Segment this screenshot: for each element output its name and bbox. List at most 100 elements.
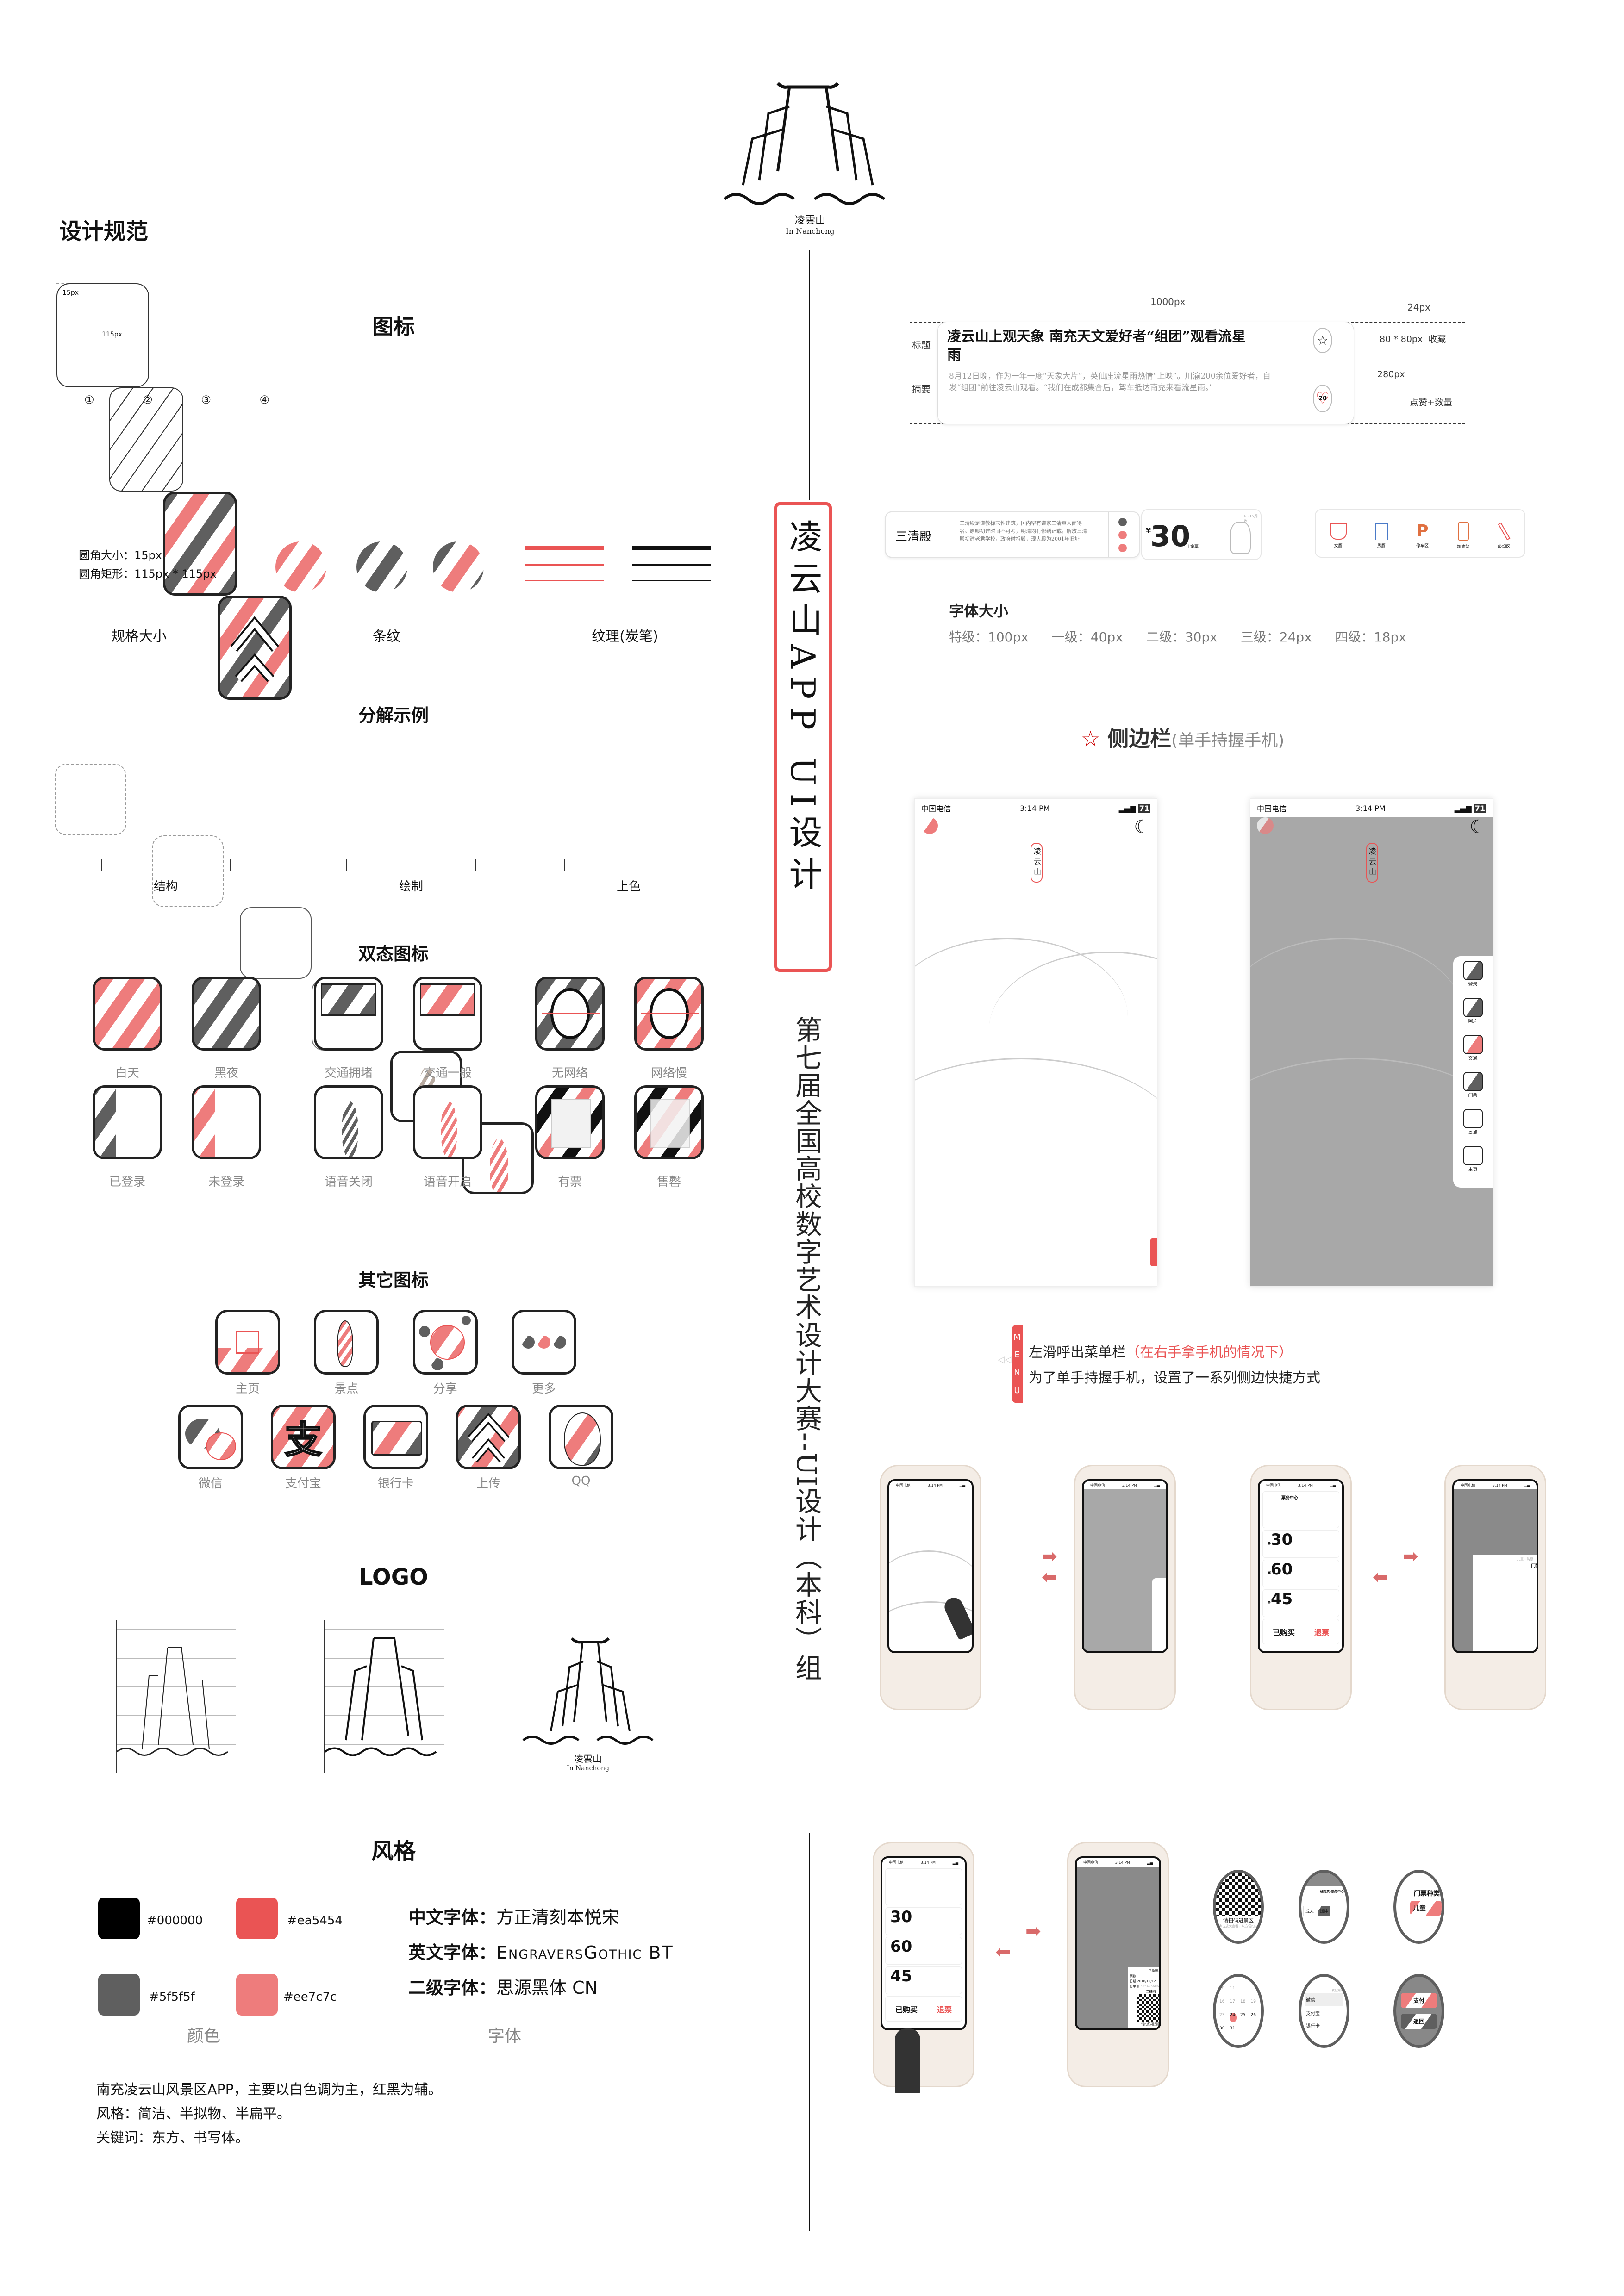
section-title-design-spec: 设计规范 [59, 218, 149, 244]
swatch-light-red [236, 1974, 278, 2016]
nav-dot-2[interactable] [1118, 531, 1127, 539]
facility-smoking: 吸烟区 [1498, 522, 1510, 549]
font-row-en: 英文字体：EngraversGothic BT [408, 1942, 674, 1963]
ticket-type-popup: 儿童 - 购票 - 票务中心门票种类 [1473, 1555, 1537, 1651]
icon-slow-network: 网络慢 [634, 977, 704, 1081]
sidebar-section-title: ☆ 侧边栏(单手持握手机) [1081, 722, 1284, 753]
menu-tab[interactable] [1150, 1238, 1157, 1266]
pay-option-alipay[interactable]: 支付宝 [1306, 2011, 1320, 2016]
moon-icon[interactable]: ☾ [1134, 816, 1150, 838]
spec-width-label: 1000px [1150, 296, 1186, 307]
other-icons-title: 其它图标 [358, 1270, 429, 1290]
sidebar-subtitle: (单手持握手机) [1171, 731, 1285, 750]
menu-desc-2: 为了单手持握手机，设置了一系列侧边快捷方式 [1029, 1370, 1320, 1386]
favorite-button[interactable]: ☆ [1313, 328, 1332, 353]
top-logo: 凌雲山 In Nanchong [722, 60, 898, 236]
stripe-sample-gray [356, 541, 407, 592]
decompose-brackets [101, 859, 693, 872]
icon-scenic: 景点 [314, 1310, 379, 1396]
caption-stripes: 条纹 [373, 628, 400, 645]
icon-more: 更多 [511, 1310, 576, 1396]
color-palette: #000000 #ea5454 #5f5f5f #ee7c7c [98, 1898, 357, 2027]
price-label: 儿童票 [1186, 545, 1199, 549]
price-card[interactable]: ¥ 30 儿童票 6~15周岁 [1141, 509, 1262, 560]
rect-size-spec: 圆角矩形：115px * 115px [79, 567, 217, 580]
swatch-black [98, 1898, 140, 1939]
stripe-sample-red [275, 541, 326, 592]
icon-home: 主页 [215, 1310, 280, 1396]
purchased-button[interactable]: 已购买 [1272, 1628, 1295, 1637]
font-size-title: 字体大小 [949, 602, 1009, 620]
lens-purchased: 已购票-票务中心 成人团体 [1299, 1870, 1349, 1944]
pay-button[interactable]: 支付 [1401, 1993, 1437, 2008]
logo-final-cn: 凌雲山 [574, 1753, 602, 1764]
icon-logged-in: 已登录 [93, 1085, 162, 1189]
side-menu-item-traffic[interactable]: 交通 [1453, 1035, 1493, 1072]
side-menu-item-tickets[interactable]: 门票 [1453, 1072, 1493, 1109]
logo-final: 凌雲山 In Nanchong [518, 1629, 657, 1777]
structure-step-1 [55, 764, 126, 835]
refund-button[interactable]: 退票 [1314, 1628, 1329, 1637]
star-icon: ☆ [1317, 333, 1329, 348]
pay-option-bank[interactable]: 银行卡 [1306, 2024, 1320, 2029]
side-menu: 登录 照片 交通 门票 景点 主页 [1453, 956, 1493, 1188]
spec-like-label: 点赞+数量 [1410, 398, 1452, 408]
font-row-secondary: 二级字体：思源黑体 CN [408, 1978, 598, 1998]
facility-women-toilet: 女厕 [1330, 523, 1347, 548]
level-4: 四级：18px [1335, 629, 1406, 645]
spec-icon-size-label: 80 * 80px 收藏 [1380, 334, 1446, 344]
side-menu-item-login[interactable]: 登录 [1453, 961, 1493, 998]
font-size-levels: 特级：100px 一级：40px 二级：30px 三级：24px 四级：18px [949, 627, 1406, 646]
icon-logged-out: 未登录 [192, 1085, 261, 1189]
upload-icon-sample [218, 596, 292, 700]
price-age: 6~15周岁 [1244, 514, 1258, 523]
side-menu-item-scenic[interactable]: 景点 [1453, 1109, 1493, 1146]
menu-desc-note: （在右手拿手机的情况下） [1126, 1344, 1293, 1361]
logo-title: LOGO [359, 1564, 428, 1590]
dual-state-title: 双态图标 [358, 944, 429, 964]
note-2: 风格：简洁、半拟物、半扁平。 [96, 2106, 291, 2122]
icon-share: 分享 [412, 1310, 478, 1396]
card-spec: 1000px 24px 标题 90px 摘要 90px 凌云山上观天象 南充天文… [910, 296, 1488, 435]
style-title: 风格 [371, 1838, 416, 1864]
temple-description: 三清殿是道教标志性建筑，国内罕有道家三清真人面得名。原殿初建时间不可考，明清均有… [956, 519, 1090, 543]
calendar-selected-day[interactable]: 24 [1230, 2013, 1237, 2022]
nav-dot-1[interactable] [1118, 518, 1127, 526]
sun-icon[interactable] [1257, 817, 1274, 834]
pay-option-wechat[interactable]: 微信 [1305, 1993, 1343, 2006]
qr-code[interactable] [1137, 1994, 1159, 2022]
news-card[interactable]: 凌云山上观天象 南充天文爱好者“组团”观看流星雨 8月12日晚，作为一年一度“天… [937, 322, 1354, 424]
like-count: 20 [1318, 395, 1327, 402]
level-1: 一级：40px [1051, 629, 1123, 645]
decompose-row [55, 764, 726, 1194]
back-button[interactable]: 返回 [1401, 2014, 1437, 2029]
font-list: 中文字体：方正清刻本悦宋 英文字体：EngraversGothic BT 二级字… [408, 1900, 674, 2005]
corner-radius-label: 15px [62, 289, 79, 297]
arrow-left-icon: ⬅ [995, 1941, 1011, 1963]
note-3: 关键词：东方、书写体。 [96, 2130, 249, 2146]
icon-no-network: 无网络 [535, 977, 605, 1081]
sun-icon[interactable] [921, 817, 938, 834]
moon-icon[interactable]: ☾ [1469, 816, 1486, 838]
icons-title: 图标 [372, 314, 415, 339]
nav-dot-3[interactable] [1118, 544, 1127, 552]
spec-radius-label: 24px [1407, 302, 1430, 313]
main-title: 凌云山APP UI设计 [783, 519, 822, 898]
logo-grid-2 [324, 1620, 444, 1773]
icon-traffic-jam: 交通拥堵 [314, 977, 383, 1081]
spec-height-label: 280px [1377, 369, 1405, 380]
arrow-left-icon: ⬅ [1042, 1567, 1057, 1588]
icon-wechat: 微信 [178, 1405, 243, 1491]
side-menu-item-home[interactable]: 主页 [1453, 1146, 1493, 1183]
like-button[interactable]: ♡ 20 [1313, 385, 1332, 412]
facility-gas-station: 加油站 [1457, 522, 1469, 549]
side-menu-item-photos[interactable]: 照片 [1453, 998, 1493, 1035]
swatch-light-red-label: #ee7c7c [283, 1990, 337, 2004]
temple-card-final[interactable]: 三清殿 三清殿是道教标志性建筑，国内罕有道家三清真人面得名。原殿初建时间不可考，… [885, 511, 1140, 558]
news-title: 凌云山上观天象 南充天文爱好者“组团”观看流星雨 [947, 329, 1246, 363]
font-row-cn: 中文字体：方正清刻本悦宋 [408, 1907, 620, 1928]
